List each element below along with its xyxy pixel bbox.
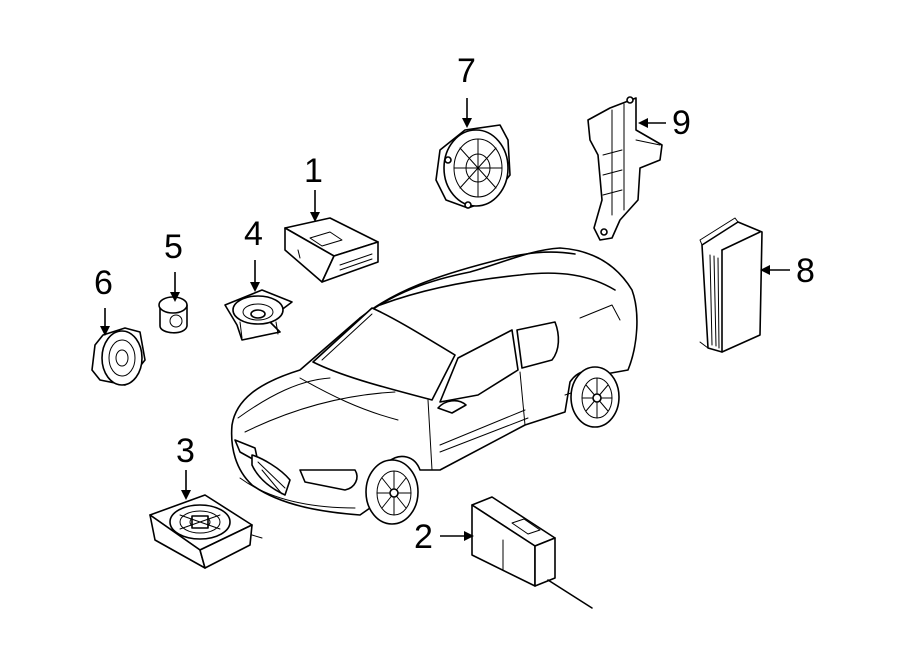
part-7-large-speaker — [435, 124, 511, 209]
rear-wheel — [570, 366, 620, 428]
callout-label-3: 3 — [176, 432, 195, 470]
part-9-bracket — [587, 96, 663, 241]
front-wheel — [365, 459, 419, 525]
callout-label-6: 6 — [94, 264, 113, 302]
callout-5: 5 — [164, 228, 183, 302]
callout-2: 2 — [414, 518, 474, 556]
callout-8: 8 — [760, 252, 815, 290]
part-5-tweeter — [158, 296, 188, 334]
callout-label-1: 1 — [304, 152, 323, 190]
part-1-cd-changer — [284, 217, 379, 283]
part-8-amplifier — [699, 217, 763, 353]
callout-9: 9 — [638, 104, 691, 142]
callout-4: 4 — [244, 215, 263, 292]
callout-label-2: 2 — [414, 518, 433, 556]
part-4-speaker — [224, 289, 293, 341]
callout-label-8: 8 — [796, 252, 815, 290]
callout-6: 6 — [94, 264, 113, 336]
callout-1: 1 — [304, 152, 323, 222]
callout-label-5: 5 — [164, 228, 183, 266]
part-2-antenna-module — [471, 496, 593, 609]
callout-label-7: 7 — [457, 52, 476, 90]
part-6-door-speaker — [91, 327, 146, 386]
callout-3: 3 — [176, 432, 195, 500]
callout-label-9: 9 — [672, 104, 691, 142]
callout-7: 7 — [457, 52, 476, 128]
car-illustration — [230, 247, 638, 525]
part-3-subwoofer — [149, 494, 263, 569]
callout-label-4: 4 — [244, 215, 263, 253]
